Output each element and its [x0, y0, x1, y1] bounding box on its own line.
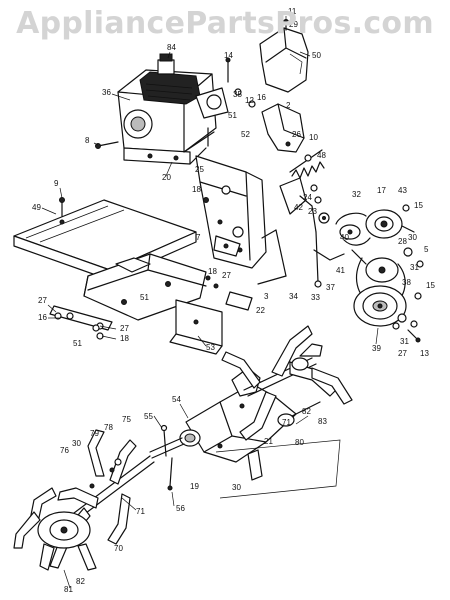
left-tine-assembly	[13, 429, 155, 571]
callout-label: 51	[228, 111, 237, 120]
frame-plate	[83, 253, 253, 355]
callout-leaders	[41, 16, 379, 589]
callout-label: 71	[136, 507, 145, 516]
callout-label: 84	[167, 43, 176, 52]
callout-label: 43	[398, 186, 407, 195]
callout-label: 29	[289, 20, 298, 29]
callout-label: 15	[426, 281, 435, 290]
callout-label: 78	[104, 423, 113, 432]
callout-label: 27	[398, 349, 407, 358]
callout-label: 27	[222, 271, 231, 280]
callout-label: 28	[398, 237, 407, 246]
callout-label: 30	[72, 439, 81, 448]
callout-label: 22	[256, 306, 265, 315]
callout-label: 55	[144, 412, 153, 421]
callout-label: 79	[90, 429, 99, 438]
callout-label: 13	[420, 349, 429, 358]
callout-label: 51	[73, 339, 82, 348]
callout-label: 7	[196, 233, 201, 242]
callout-label: 34	[289, 292, 298, 301]
callout-label: 30	[408, 233, 417, 242]
callout-label: 82	[302, 407, 311, 416]
callout-label: 37	[326, 283, 335, 292]
callout-label: 8	[85, 136, 90, 145]
callout-label: 23	[308, 207, 317, 216]
callout-label: 38	[402, 278, 411, 287]
callout-label: 71	[282, 418, 291, 427]
callout-label: 36	[102, 88, 111, 97]
callout-label: 51	[140, 293, 149, 302]
callout-label: 27	[38, 296, 47, 305]
callout-label: 35	[233, 90, 242, 99]
callout-label: 26	[292, 130, 301, 139]
callout-label: 42	[294, 203, 303, 212]
callout-label: 2	[286, 101, 291, 110]
callout-label: 16	[38, 313, 47, 322]
callout-label: 70	[114, 544, 123, 553]
callout-label: 31	[400, 337, 409, 346]
callout-label: 39	[372, 344, 381, 353]
callout-label: 21	[264, 437, 273, 446]
callout-label: 3	[264, 292, 269, 301]
callout-label: 20	[162, 173, 171, 182]
callout-label: 82	[76, 577, 85, 586]
callout-label: 18	[192, 185, 201, 194]
main-frame	[195, 155, 267, 269]
callout-label: 5	[424, 245, 429, 254]
engine-bracket	[261, 103, 305, 153]
callout-label: 32	[352, 190, 361, 199]
callout-label: 48	[317, 151, 326, 160]
callout-label: 31	[410, 263, 419, 272]
part-callouts: 11 29 50 84 14 36 35 12 16 2 51 52 8 20 …	[32, 7, 435, 594]
pulley-belt-assembly	[313, 209, 424, 328]
clutch-spring	[257, 149, 325, 288]
callout-label: 16	[257, 93, 266, 102]
right-tine-assembly	[221, 325, 353, 441]
callout-label: 49	[32, 203, 41, 212]
callout-label: 12	[245, 96, 254, 105]
callout-label: 24	[303, 193, 312, 202]
callout-label: 30	[232, 483, 241, 492]
callout-label: 11	[288, 7, 297, 16]
callout-label: 53	[206, 343, 215, 352]
callout-label: 76	[60, 446, 69, 455]
callout-label: 15	[414, 201, 423, 210]
callout-label: 83	[318, 417, 327, 426]
callout-label: 33	[311, 293, 320, 302]
callout-label: 18	[208, 267, 217, 276]
callout-label: 10	[309, 133, 318, 142]
engine	[117, 53, 229, 165]
callout-label: 40	[340, 233, 349, 242]
callout-label: 27	[120, 324, 129, 333]
callout-label: 25	[195, 165, 204, 174]
callout-label: 14	[224, 51, 233, 60]
callout-label: 18	[120, 334, 129, 343]
site-watermark: AppliancePartsPros.com	[16, 6, 434, 41]
callout-label: 56	[176, 504, 185, 513]
callout-label: 50	[312, 51, 321, 60]
callout-label: 17	[377, 186, 386, 195]
hardware-bolts	[59, 57, 421, 343]
callout-label: 19	[190, 482, 199, 491]
callout-label: 80	[295, 438, 304, 447]
callout-label: 52	[241, 130, 250, 139]
callout-label: 9	[54, 179, 59, 188]
callout-label: 41	[336, 266, 345, 275]
callout-label: 54	[172, 395, 181, 404]
callout-label: 75	[122, 415, 131, 424]
callout-label: 81	[64, 585, 73, 594]
